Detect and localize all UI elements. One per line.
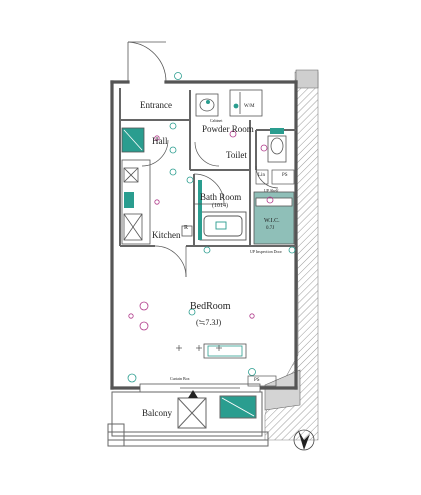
bath-size-label: (1014) (212, 203, 228, 209)
balcony-sash (139, 343, 261, 393)
toilet-fixture (267, 128, 287, 163)
balcony-pillar (264, 369, 301, 411)
bath-room-label: Bath Room (200, 192, 242, 202)
fridge-label: R (184, 225, 189, 231)
shelf-label: UP Shelf (264, 188, 279, 193)
entrance-label: Entrance (140, 100, 172, 110)
kitchen-label: Kitchen (152, 230, 181, 240)
corner-pillar (295, 69, 319, 89)
electrical-symbols (127, 72, 296, 383)
ps-lower-label: PS (254, 378, 260, 383)
ps-upper-label: PS (282, 173, 288, 178)
powder-room-fixtures (195, 89, 263, 117)
balcony-outline (107, 391, 269, 447)
balcony-label: Balcony (142, 408, 172, 418)
kitchen-fixtures (121, 127, 193, 245)
curtain-box-label: Curtain Box (170, 376, 190, 381)
interior-doors (141, 139, 279, 278)
powder-room-label: Powder Room (202, 124, 254, 134)
inspection-door-label: UP Inspection Door (250, 249, 282, 254)
bedroom-area-label: (≒7.3J) (196, 318, 222, 327)
entrance-door (127, 41, 167, 83)
bedroom-label: BedRoom (190, 301, 231, 312)
cabinet-label: Cabinet (210, 118, 223, 123)
ps-boxes (247, 169, 295, 387)
walk-in-closet (253, 191, 295, 245)
wic-size-label: 0.7J (266, 226, 275, 231)
bedroom-grid-marks (176, 345, 222, 351)
north-arrow-icon (293, 429, 315, 451)
bathtub (198, 180, 247, 241)
wic-label: W.I.C. (264, 218, 280, 224)
wm-label: W/M (244, 104, 255, 109)
balcony-arrow-icon (188, 390, 198, 398)
lin-label: Lin (258, 173, 265, 178)
hall-label: Hall (152, 136, 168, 146)
toilet-label: Toilet (226, 150, 247, 160)
